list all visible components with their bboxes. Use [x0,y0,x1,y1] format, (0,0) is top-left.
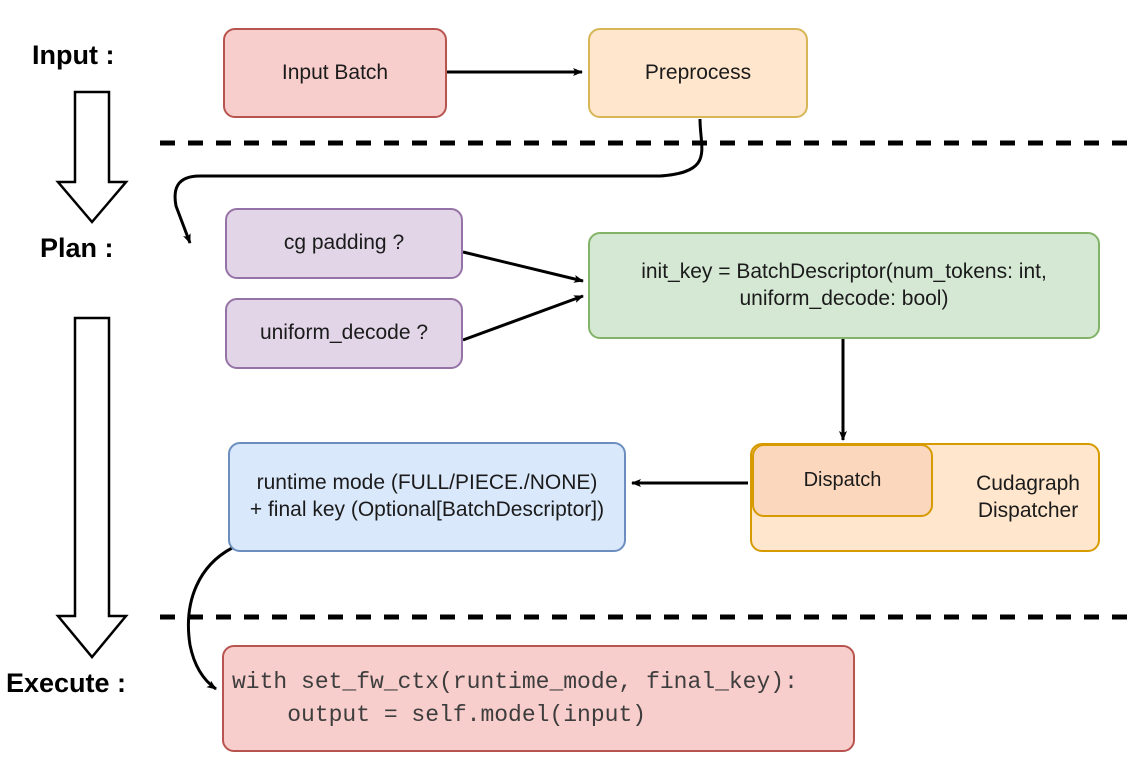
arrow-runtime-mode-to-execute-code [187,546,233,691]
node-execute-code-line1: with set_fw_ctx(runtime_mode, final_key)… [232,668,798,695]
node-dispatch-label: Dispatch [803,468,882,491]
arrow-uniform-decode-to-init-key [462,294,584,342]
node-runtime-mode-line2: + final key (Optional[BatchDescriptor]) [249,498,605,521]
node-cudagraph-dispatcher-line1: Cudagraph [976,471,1080,495]
node-cg-padding[interactable]: cg padding ? [225,208,463,279]
node-dispatch[interactable]: Dispatch [752,444,933,517]
node-execute-code[interactable]: with set_fw_ctx(runtime_mode, final_key)… [222,645,855,752]
node-preprocess[interactable]: Preprocess [588,28,808,118]
node-uniform-decode-label: uniform_decode ? [259,321,429,345]
stage-arrow-input-to-plan [55,90,129,224]
node-execute-code-line2: output = self.model(input) [232,701,647,728]
node-runtime-mode-line1: runtime mode (FULL/PIECE./NONE) [256,471,598,495]
node-init-key-line1: init_key = BatchDescriptor(num_tokens: i… [641,259,1047,283]
node-init-key-line2: uniform_decode: bool) [739,286,949,310]
node-cudagraph-dispatcher-line2: Dispatcher [977,498,1079,522]
node-uniform-decode[interactable]: uniform_decode ? [225,298,463,369]
arrow-cg-padding-to-init-key [462,250,584,283]
node-input-batch-label: Input Batch [281,60,389,84]
stage-label-input: Input : [32,40,115,70]
arrow-preprocess-to-cg-padding [173,118,704,244]
node-cg-padding-label: cg padding ? [283,231,405,255]
stage-label-plan: Plan : [40,233,114,263]
node-init-key[interactable]: init_key = BatchDescriptor(num_tokens: i… [588,232,1100,339]
node-preprocess-label: Preprocess [644,60,752,84]
stage-label-execute: Execute : [6,668,127,698]
node-runtime-mode[interactable]: runtime mode (FULL/PIECE./NONE) + final … [228,442,626,552]
node-input-batch[interactable]: Input Batch [223,28,447,118]
stage-arrow-plan-to-execute [55,316,129,659]
